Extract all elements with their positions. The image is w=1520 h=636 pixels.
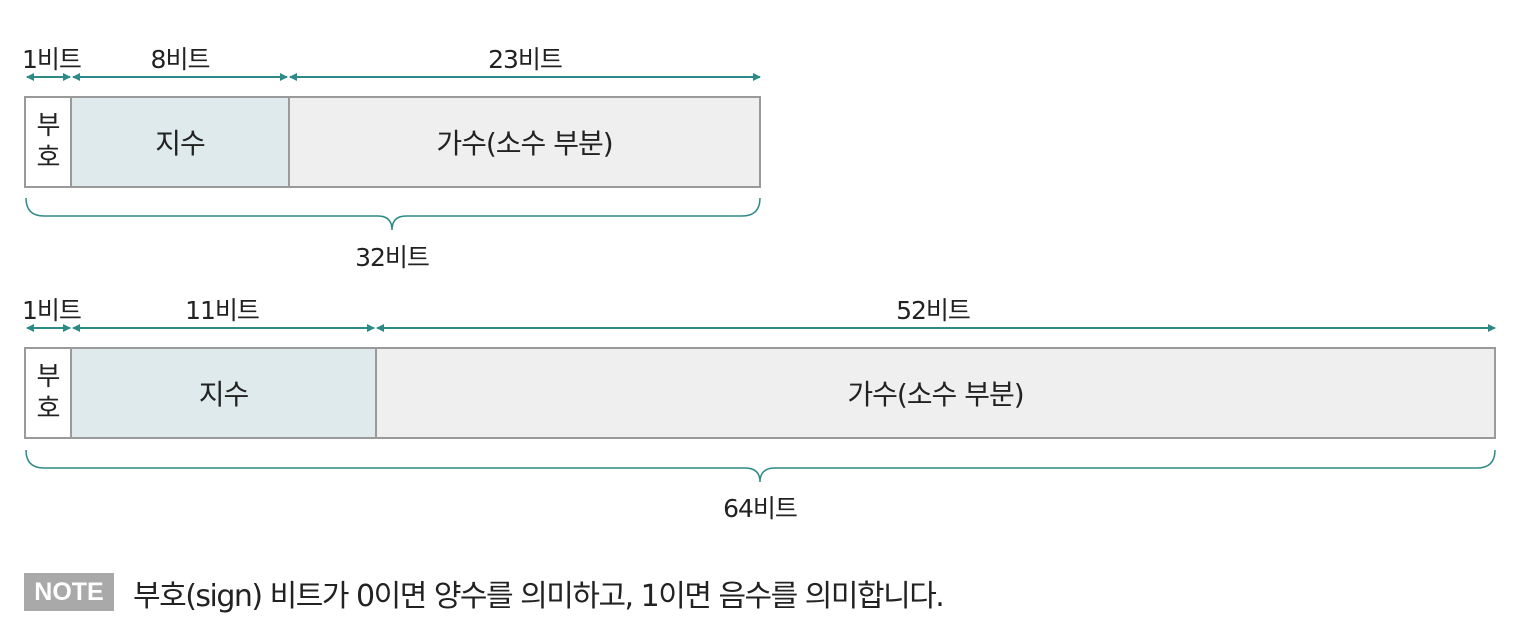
sign-label-top: 부 [36, 111, 61, 141]
sign-label-top: 부 [36, 362, 61, 392]
mantissa-field: 가수(소수 부분) [288, 96, 761, 188]
sign-bits-label: 1비트 [22, 45, 82, 74]
total-bits-brace [25, 197, 761, 231]
mantissa-field: 가수(소수 부분) [375, 347, 1496, 439]
exponent-bits-label: 11비트 [185, 296, 260, 325]
exponent-field: 지수 [70, 96, 290, 188]
mantissa-label: 가수(소수 부분) [847, 378, 1024, 411]
mantissa-bits-label: 52비트 [896, 296, 971, 325]
note-tag: NOTE [24, 573, 114, 611]
exponent-field: 지수 [70, 347, 377, 439]
sign-field: 부 호 [24, 96, 72, 188]
exponent-bits-label: 8비트 [150, 45, 211, 74]
sign-label-bottom: 호 [36, 394, 61, 424]
sign-label-bottom: 호 [36, 143, 61, 173]
exponent-label: 지수 [198, 378, 250, 411]
mantissa-bits-label: 23비트 [488, 45, 563, 74]
sign-field: 부 호 [24, 347, 72, 439]
total-bits-label: 32비트 [355, 243, 430, 272]
sign-bits-label: 1비트 [22, 296, 82, 325]
exponent-label: 지수 [155, 127, 206, 160]
mantissa-label: 가수(소수 부분) [436, 127, 613, 160]
note-text: 부호(sign) 비트가 0이면 양수를 의미하고, 1이면 음수를 의미합니다… [133, 579, 945, 614]
total-bits-brace [25, 449, 1496, 483]
total-bits-label: 64비트 [723, 494, 798, 523]
